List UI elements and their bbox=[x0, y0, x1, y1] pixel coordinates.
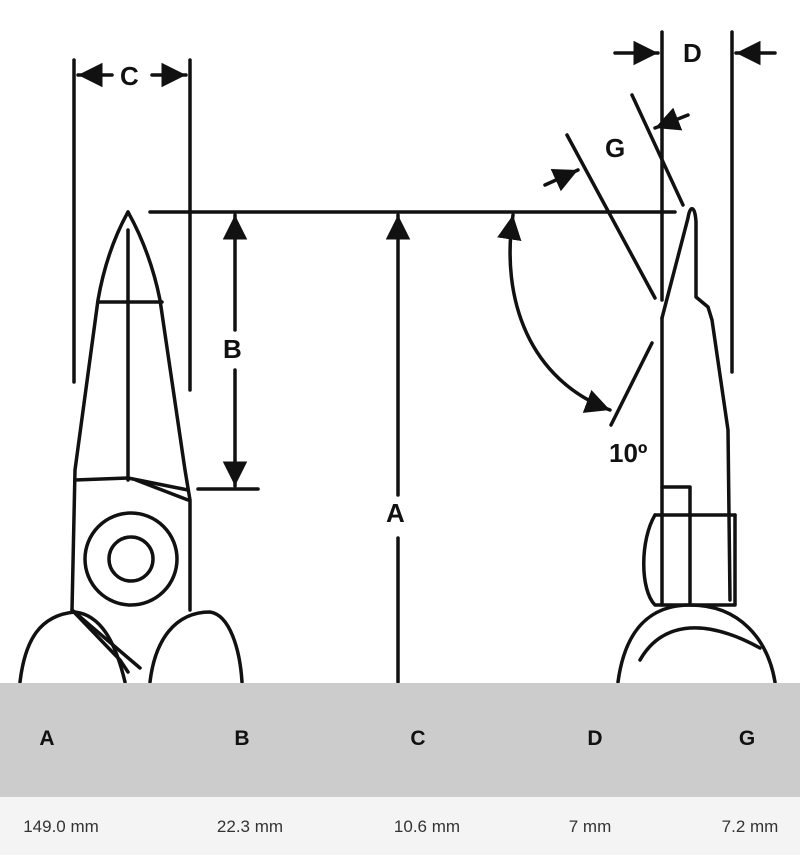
header-d: D bbox=[587, 727, 603, 750]
pliers-dimension-drawing: C B A D G 10º bbox=[18, 30, 777, 683]
value-d: 7 mm bbox=[568, 817, 612, 836]
value-g: 7.2 mm bbox=[721, 817, 779, 836]
dimensions-table: A B C D G 149.0 mm 22.3 mm 10.6 mm 7 mm … bbox=[0, 683, 800, 855]
value-c: 10.6 mm bbox=[393, 817, 461, 836]
header-a: A bbox=[39, 727, 55, 750]
value-a: 149.0 mm bbox=[23, 817, 99, 836]
label-g: G bbox=[605, 133, 625, 163]
label-d: D bbox=[683, 38, 702, 68]
label-b: B bbox=[223, 334, 242, 364]
header-b: B bbox=[234, 727, 250, 750]
plier-side-view bbox=[616, 207, 777, 683]
value-b: 22.3 mm bbox=[216, 817, 284, 836]
plier-front-view bbox=[18, 210, 244, 683]
label-angle: 10º bbox=[609, 438, 648, 468]
header-g: G bbox=[738, 727, 756, 750]
header-c: C bbox=[410, 727, 426, 750]
table-row: 149.0 mm 22.3 mm 10.6 mm 7 mm 7.2 mm bbox=[0, 797, 800, 855]
label-a: A bbox=[386, 498, 405, 528]
table-header-row: A B C D G bbox=[0, 683, 800, 797]
label-c: C bbox=[120, 61, 139, 91]
